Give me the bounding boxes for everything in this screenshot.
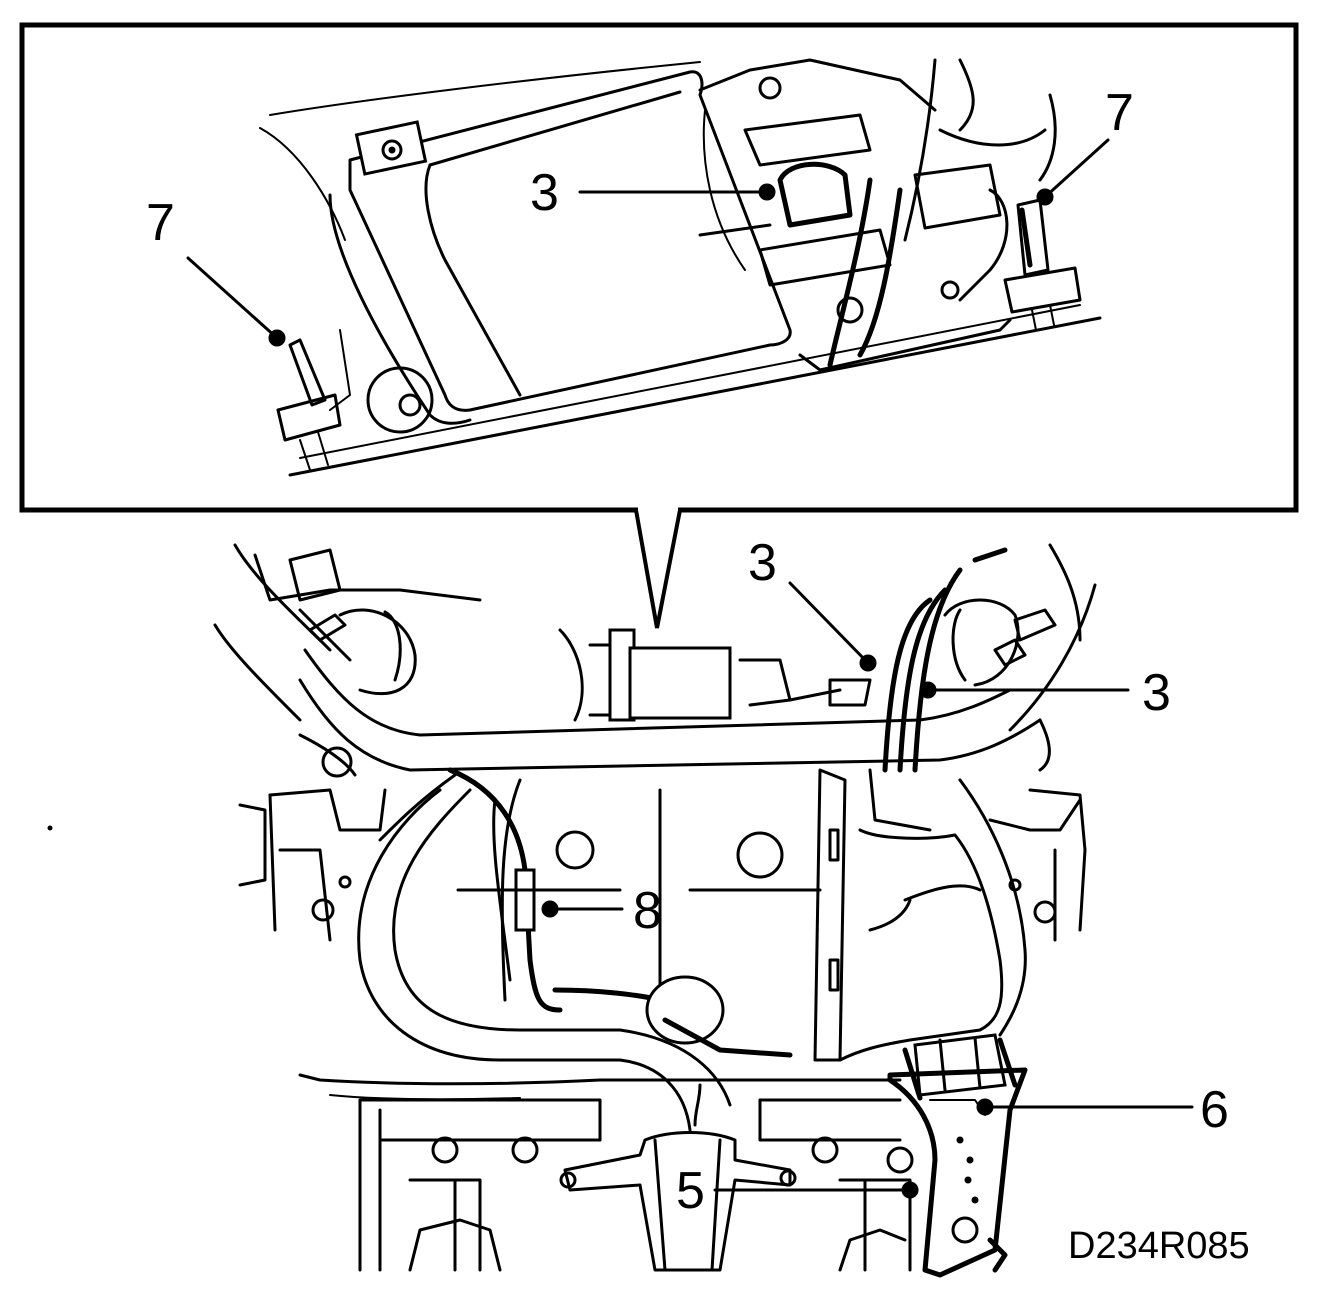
leader-top-three bbox=[788, 581, 870, 665]
left-retaining-clip bbox=[276, 338, 342, 471]
callout-top-three: 3 bbox=[748, 534, 777, 592]
figure-reference-code: D234R085 bbox=[1068, 1225, 1250, 1267]
callout-six: 6 bbox=[1200, 1081, 1229, 1139]
inset-pointer bbox=[634, 509, 682, 629]
inset-detail-view: 7 3 7 bbox=[19, 22, 1299, 629]
engine-mount bbox=[902, 1033, 1018, 1101]
main-underside-view: 3 3 8 6 5 bbox=[47, 534, 1229, 1278]
inset-callout-left-seven: 7 bbox=[146, 194, 175, 252]
inset-tank-body bbox=[348, 70, 792, 412]
callout-eight: 8 bbox=[633, 882, 662, 940]
inset-callout-right-seven: 7 bbox=[1105, 84, 1134, 142]
callout-five: 5 bbox=[676, 1162, 705, 1220]
callout-right-three: 3 bbox=[1142, 664, 1171, 722]
exhaust-pipe bbox=[357, 788, 692, 1132]
inset-leader-left-seven bbox=[186, 256, 279, 340]
inset-leader-right-seven bbox=[1043, 138, 1110, 199]
inset-frame bbox=[19, 22, 1299, 513]
right-retaining-clip bbox=[1003, 198, 1082, 331]
inset-callout-three: 3 bbox=[530, 164, 559, 222]
inset-floor-line bbox=[288, 316, 1102, 477]
subframe-crossmember bbox=[303, 648, 1012, 737]
